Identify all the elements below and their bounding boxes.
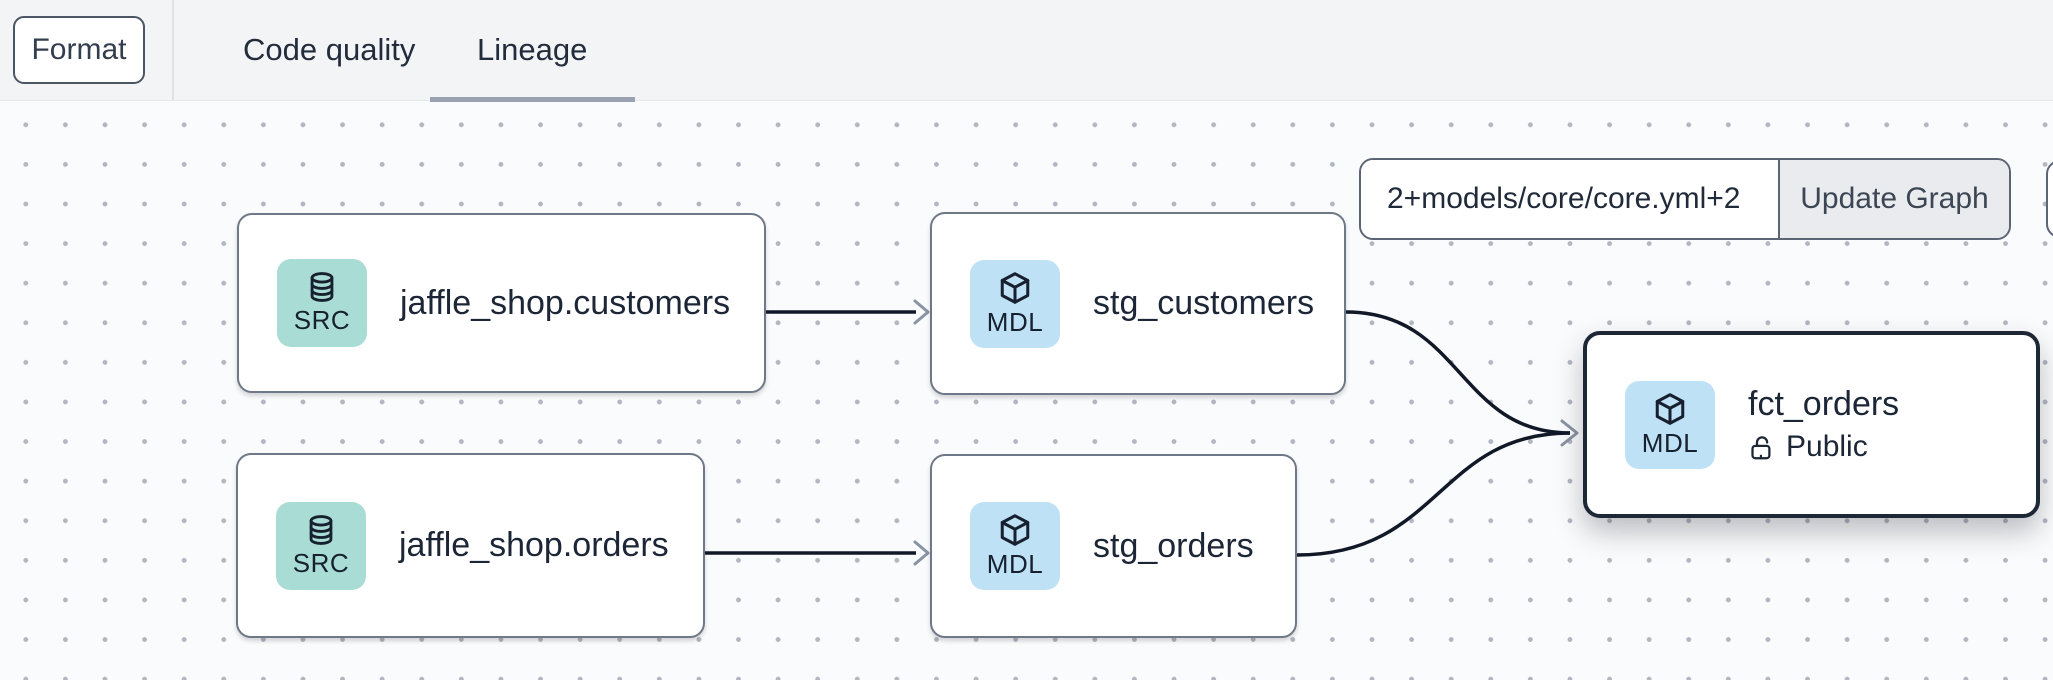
- clipped-right-button[interactable]: [2046, 160, 2053, 238]
- model-badge: MDL: [970, 502, 1060, 590]
- database-icon: [305, 270, 339, 304]
- unlock-icon: [1748, 434, 1775, 461]
- node-type-label: MDL: [1641, 427, 1699, 458]
- node-type-label: SRC: [293, 305, 351, 335]
- node-type-label: SRC: [292, 547, 350, 578]
- lineage-node-fct-orders[interactable]: MDL fct_orders Public: [1583, 331, 2040, 518]
- cube-icon: [997, 270, 1033, 306]
- graph-controls-group: Update Graph: [1359, 158, 2011, 240]
- node-text-column: fct_orders Public: [1748, 385, 1899, 464]
- source-badge: SRC: [276, 501, 366, 590]
- editor-topbar: Format Code quality Lineage: [0, 0, 2053, 102]
- node-label: jaffle_shop.orders: [399, 526, 669, 564]
- node-label: jaffle_shop.customers: [400, 283, 731, 322]
- node-type-label: MDL: [986, 306, 1044, 337]
- lineage-node-jaffle-shop-orders[interactable]: SRC jaffle_shop.orders: [236, 453, 705, 638]
- lineage-node-stg-orders[interactable]: MDL stg_orders: [930, 454, 1297, 638]
- update-graph-button[interactable]: Update Graph: [1778, 160, 2009, 238]
- active-tab-underline: [430, 97, 635, 102]
- cube-icon: [1652, 391, 1688, 427]
- model-badge: MDL: [970, 259, 1060, 348]
- source-badge: SRC: [277, 259, 367, 347]
- database-icon: [304, 513, 338, 547]
- selector-input[interactable]: [1361, 160, 1778, 238]
- node-label: fct_orders: [1748, 385, 1900, 423]
- node-label: stg_customers: [1093, 284, 1315, 322]
- tab-code-quality[interactable]: Code quality: [243, 32, 416, 67]
- access-row: Public: [1748, 430, 1899, 464]
- lineage-node-stg-customers[interactable]: MDL stg_customers: [930, 212, 1346, 395]
- topbar-divider: [172, 0, 174, 100]
- tab-lineage[interactable]: Lineage: [477, 32, 588, 67]
- cube-icon: [997, 512, 1033, 548]
- lineage-node-jaffle-shop-customers[interactable]: SRC jaffle_shop.customers: [237, 213, 766, 393]
- node-label: stg_orders: [1093, 526, 1254, 565]
- model-badge: MDL: [1625, 380, 1715, 469]
- format-button[interactable]: Format: [13, 16, 145, 84]
- access-label: Public: [1786, 430, 1868, 463]
- node-type-label: MDL: [986, 549, 1044, 579]
